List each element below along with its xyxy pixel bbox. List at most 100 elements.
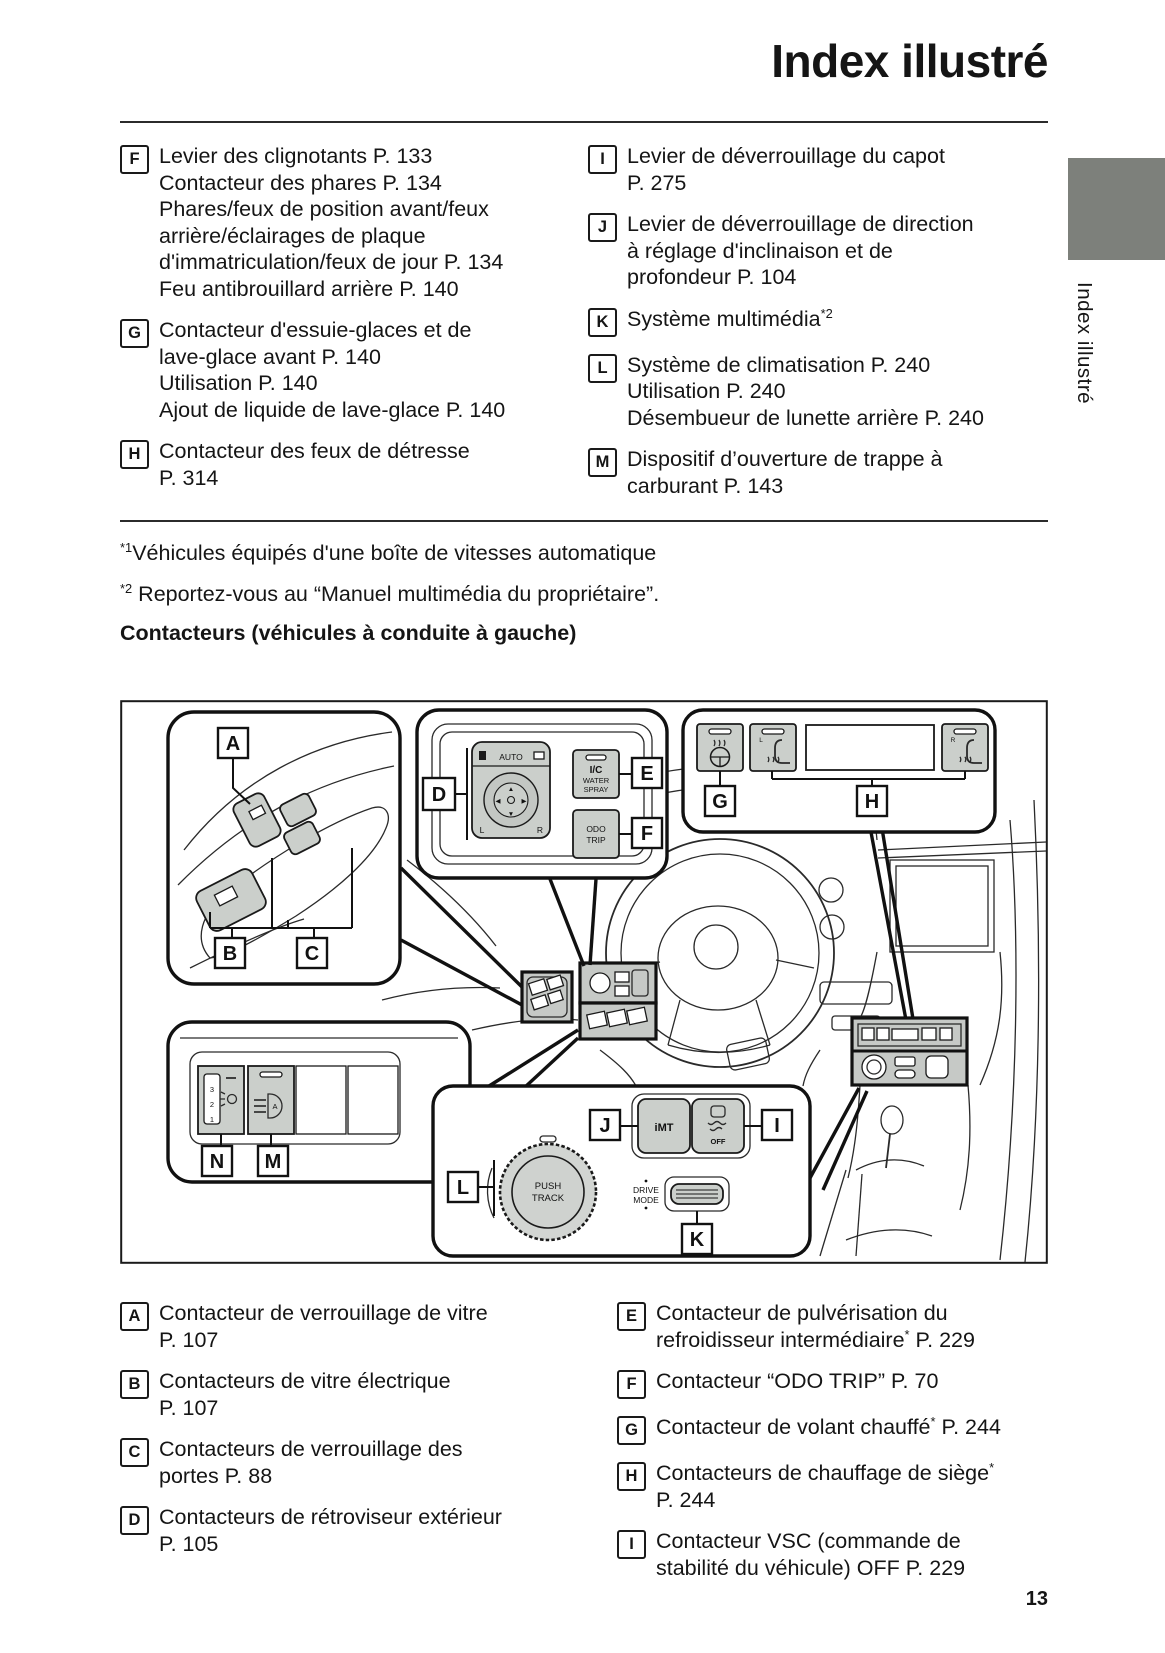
divider-top [120, 121, 1048, 123]
mirror-adjust-switch: AUTO ▲▼ ◀▶ L R [471, 741, 551, 839]
callout-e-label: E [640, 763, 653, 785]
level-2-label: 2 [210, 1100, 214, 1109]
callout-n-label: N [210, 1151, 224, 1173]
highlight-console-panel [850, 1016, 969, 1087]
callout-g: G [703, 784, 737, 818]
chapter-tab-label: Index illustré [1073, 282, 1096, 405]
mirror-left-icon [479, 751, 486, 760]
index-item-text: Contacteur de volant chauffé* P. 244 [656, 1413, 1001, 1439]
imt-button: iMT [637, 1098, 691, 1154]
callout-e: E [630, 756, 664, 790]
beam-a-label: A [272, 1102, 277, 1111]
svg-text:◀: ◀ [496, 798, 502, 805]
page-number: 13 [1025, 1588, 1048, 1610]
dashboard-diagram: A B C AUTO ▲▼ ◀▶ L R [120, 700, 1048, 1269]
index-item: G Contacteur de volant chauffé* P. 244 [617, 1414, 1048, 1445]
page-title: Index illustré [771, 35, 1048, 87]
mode-label: MODE [633, 1195, 659, 1205]
callout-f-label: F [641, 823, 653, 845]
callout-c: C [295, 936, 329, 970]
index-key-box: A [120, 1302, 149, 1331]
level-3-label: 3 [210, 1085, 214, 1094]
panel-light-switches: 3 2 1 A N M [166, 1020, 472, 1184]
vsc-car-icon [710, 1105, 726, 1118]
pointer-lines [399, 815, 915, 1191]
highlight-door-switch-cluster [520, 970, 574, 1024]
callout-f: F [630, 816, 664, 850]
callout-j: J [588, 1108, 622, 1142]
svg-text:▶: ▶ [522, 798, 528, 805]
index-item-text: Système multimédia*2 [627, 305, 833, 331]
index-key-box: H [617, 1462, 646, 1491]
index-item: F Contacteur “ODO TRIP” P. 70 [617, 1368, 1048, 1399]
mirror-right-icon [533, 751, 545, 760]
footnotes: *1Véhicules équipés d'une boîte de vites… [120, 540, 1048, 622]
section-heading: Contacteurs (véhicules à conduite à gauc… [120, 621, 577, 645]
divider-bottom [120, 520, 1048, 522]
index-item-text: Contacteurs de chauffage de siège*P. 244 [656, 1459, 995, 1512]
callout-l-label: L [457, 1177, 469, 1199]
index-key-box: G [617, 1416, 646, 1445]
svg-text:▲: ▲ [508, 786, 514, 793]
panel-console-switches: iMT OFF J I PUSH TRACK L [431, 1084, 812, 1258]
seat-heater-left-button: L [749, 723, 797, 772]
callout-h: H [855, 784, 889, 818]
index-item-text: Contacteur “ODO TRIP” P. 70 [656, 1369, 939, 1393]
heated-steering-button [696, 723, 744, 772]
callout-d-label: D [432, 784, 446, 806]
index-key-box: J [588, 213, 617, 242]
intercooler-spray-button: I/C WATER SPRAY [572, 749, 620, 799]
callout-m: M [256, 1144, 290, 1178]
mirror-auto-label: AUTO [499, 752, 523, 762]
panel-mirror-control: AUTO ▲▼ ◀▶ L R I/C WATER SPRAY ODO TR [415, 708, 669, 880]
callout-h-label: H [865, 791, 879, 813]
seat-left-label: L [759, 737, 763, 744]
footnote: *2 Reportez-vous au “Manuel multimédia d… [120, 580, 660, 606]
index-key-box: H [120, 440, 149, 469]
level-1-label: 1 [210, 1115, 214, 1124]
callout-a-label: A [226, 733, 240, 755]
track-label: TRACK [532, 1193, 565, 1204]
callout-k-label: K [690, 1229, 705, 1251]
blank-switch-slot [295, 1065, 347, 1135]
callout-l: L [446, 1170, 480, 1204]
panel-heater-switches: L R G H [681, 708, 997, 834]
chapter-tab [1068, 158, 1165, 260]
ic-label: I/C [590, 765, 603, 776]
index-item: H Contacteurs de chauffage de siège*P. 24… [617, 1460, 1048, 1513]
callout-g-label: G [712, 791, 728, 813]
drive-label: DRIVE [633, 1185, 659, 1195]
odo-trip-button: ODO TRIP [572, 809, 620, 859]
auto-high-beam-button: A [247, 1065, 295, 1135]
mirror-l-label: L [480, 825, 485, 835]
index-key-box: F [617, 1370, 646, 1399]
callout-b-label: B [223, 943, 237, 965]
callout-a: A [216, 726, 250, 760]
headlight-leveling-button: 3 2 1 [197, 1065, 245, 1135]
blank-switch-panel [805, 724, 935, 771]
high-beam-lines-icon [254, 1099, 266, 1113]
seat-icon [774, 739, 790, 764]
imt-label: iMT [655, 1122, 674, 1134]
callout-d: D [421, 776, 457, 812]
index-key-box: E [617, 1302, 646, 1331]
steering-heat-icon [709, 746, 731, 768]
